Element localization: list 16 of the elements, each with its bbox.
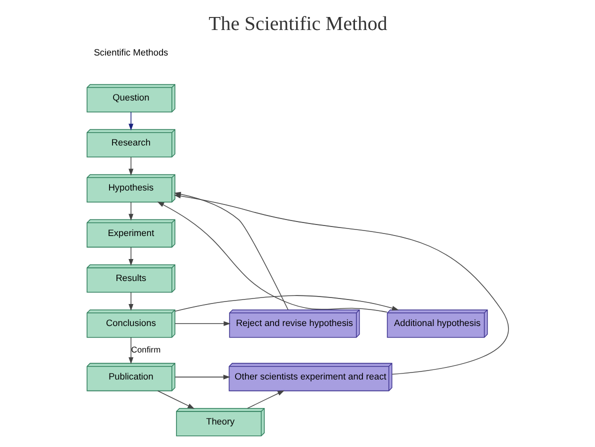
diagram-title: The Scientific Method: [208, 13, 387, 36]
arrow: [246, 390, 284, 409]
arrow: [173, 194, 508, 375]
arrow: [156, 390, 194, 409]
label: Scientific Methods: [93, 48, 168, 58]
arrow: [174, 295, 398, 312]
arrow: [128, 292, 133, 311]
arrow: [174, 321, 230, 326]
arrow: [128, 112, 133, 131]
arrow: [128, 202, 133, 221]
arrow: [156, 202, 387, 312]
arrow: [128, 337, 133, 364]
edge-label: Confirm: [130, 344, 160, 354]
arrow: [174, 374, 230, 380]
arrow: [128, 156, 133, 176]
arrow: [128, 246, 133, 266]
